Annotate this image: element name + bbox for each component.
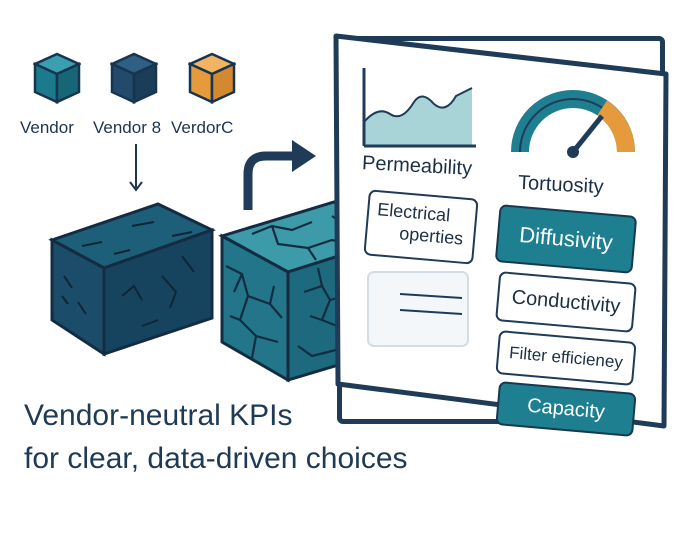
- document-lines-icon: [367, 271, 469, 347]
- vendor-c-label: VerdorC: [171, 118, 234, 137]
- diffusivity-box: Diffusivity: [494, 204, 638, 274]
- vendor-b-label: Vendor 8: [93, 118, 162, 137]
- caption-line2: for clear, data-driven choices: [24, 442, 408, 475]
- permeability-chart-icon: [362, 68, 476, 148]
- curved-arrow-icon: [243, 140, 316, 210]
- material-cube-dark: [48, 202, 216, 357]
- caption: Vendor-neutral KPIs for clear, data-driv…: [24, 394, 408, 480]
- vendor-a-label: Vendor: [20, 118, 74, 137]
- vendor-b-cube-icon: [110, 52, 158, 104]
- electrical-properties-box: Electrical operties: [363, 189, 479, 265]
- down-arrow-icon: [129, 144, 143, 192]
- tortuosity-gauge-icon: [511, 90, 635, 158]
- tortuosity-label: Tortuosity: [517, 171, 605, 199]
- caption-line1: Vendor-neutral KPIs: [24, 399, 293, 432]
- vendor-a-cube-icon: [33, 52, 81, 104]
- vendor-c-cube-icon: [188, 52, 236, 104]
